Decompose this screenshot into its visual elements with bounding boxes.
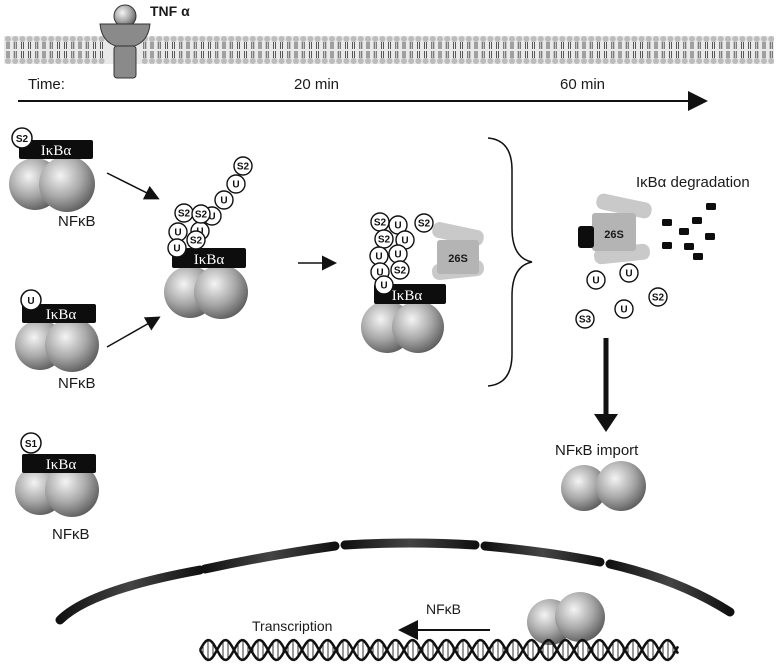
svg-text:S2: S2 [237, 162, 250, 173]
time-60min-label: 60 min [560, 76, 605, 93]
svg-text:S2: S2 [652, 293, 665, 304]
free-proteasome: 26S [578, 193, 652, 265]
s2-tag [11, 127, 33, 149]
polyubiquitinated-complex: IκBα S2UUUUS2S2US2U [164, 156, 253, 319]
ubiquitin-tag: U [214, 190, 234, 210]
ubiquitin-tag: U [388, 244, 408, 264]
ikba-label: IκBα [194, 252, 225, 268]
svg-text:U: U [401, 236, 408, 247]
ikba-label: IκBα [392, 288, 423, 304]
svg-text:S2: S2 [374, 218, 387, 229]
svg-text:S2: S2 [195, 210, 208, 221]
ikba-nfkb-complex-u: IκBα U NFκB [15, 289, 99, 392]
arrow-to-ub-complex [106, 316, 161, 348]
nfkb-dimer-cytoplasm [561, 461, 646, 511]
nfkb-label: NFκB [58, 213, 96, 230]
ikba-label: IκBα [46, 457, 77, 473]
s2-tag: S2 [414, 213, 434, 233]
tnf-alpha-label: TNF α [150, 3, 190, 19]
ikba-label: IκBα [41, 143, 72, 159]
ikba-fragments [662, 203, 716, 260]
svg-text:U: U [27, 296, 34, 307]
nfkb-import-label: NFκB import [555, 442, 639, 459]
s1-tag [20, 432, 42, 454]
svg-text:S2: S2 [394, 266, 407, 277]
ubiquitin-tag: U [226, 174, 246, 194]
s3-tag: S3 [575, 309, 595, 329]
svg-text:U: U [394, 250, 401, 261]
brace [487, 137, 533, 387]
svg-text:U: U [592, 276, 599, 287]
svg-text:U: U [620, 305, 627, 316]
transcription-label: Transcription [252, 618, 332, 634]
svg-text:U: U [208, 212, 215, 223]
s2-tag: S2 [648, 287, 668, 307]
nuclear-envelope [55, 538, 735, 625]
ubiquitin-tag: U [586, 270, 606, 290]
s2-tag: S2 [233, 156, 253, 176]
nfkb-nucleus-label: NFκB [426, 601, 461, 617]
ikba-nfkb-complex-s1: IκBα S1 NFκB [15, 432, 99, 543]
svg-text:U: U [394, 221, 401, 232]
time-20min-label: 20 min [294, 76, 339, 93]
dna-helix [198, 638, 680, 662]
svg-text:U: U [220, 196, 227, 207]
svg-text:S2: S2 [16, 134, 29, 145]
svg-text:U: U [174, 228, 181, 239]
svg-text:S2: S2 [418, 219, 431, 230]
s2-tag: S2 [191, 204, 211, 224]
svg-text:S2: S2 [190, 236, 203, 247]
svg-text:S3: S3 [579, 315, 592, 326]
s2-tag: S2 [370, 212, 390, 232]
nfkb-label: NFκB [52, 526, 90, 543]
tnf-receptor: TNF α [99, 3, 190, 79]
svg-text:U: U [173, 244, 180, 255]
ubiquitin-tag: U [168, 222, 188, 242]
ubiquitin-tag [20, 289, 42, 311]
ubiquitin-tag: U [369, 246, 389, 266]
ubiquitin-tag: U [374, 275, 394, 295]
ikba-label: IκBα [46, 307, 77, 323]
ubiquitin-tag: U [614, 299, 634, 319]
arrow-to-ub-complex [106, 172, 160, 200]
svg-text:U: U [375, 252, 382, 263]
proteasome-26s-label: 26S [604, 229, 624, 241]
proteasome-26s-label: 26S [448, 253, 468, 265]
ikba-nfkb-complex-s2: IκBα S2 NFκB [9, 127, 96, 230]
time-label: Time: [28, 76, 65, 93]
svg-text:S2: S2 [178, 209, 191, 220]
svg-text:U: U [380, 281, 387, 292]
cell-membrane [4, 36, 775, 64]
s2-tag: S2 [186, 230, 206, 250]
ubiquitin-tag: U [167, 238, 187, 258]
s2-tag: S2 [390, 260, 410, 280]
nfkb-dimer-nucleus [527, 592, 605, 645]
s2-tag: S2 [374, 229, 394, 249]
ikba-degradation-label: IκBα degradation [636, 174, 750, 191]
svg-text:U: U [625, 269, 632, 280]
svg-text:U: U [376, 268, 383, 279]
ubiquitin-tag: U [619, 263, 639, 283]
svg-text:S1: S1 [25, 439, 38, 450]
svg-text:U: U [232, 180, 239, 191]
nfkb-label: NFκB [58, 375, 96, 392]
s2-tag: S2 [174, 203, 194, 223]
svg-text:S2: S2 [378, 235, 391, 246]
timeline: Time: 20 min 60 min [18, 76, 708, 111]
